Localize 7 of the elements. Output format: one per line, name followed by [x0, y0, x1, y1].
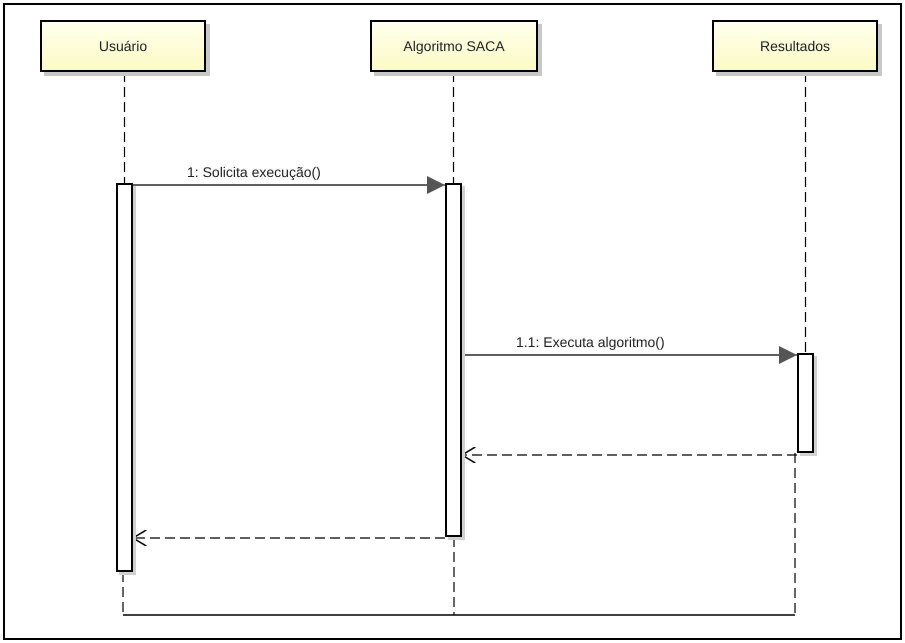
- activation-bar: [445, 183, 462, 537]
- activation-bar: [116, 183, 133, 572]
- activation-bar: [797, 353, 814, 453]
- message-arrow: [462, 346, 797, 364]
- edge-label: 1: Solicita execução(): [185, 164, 323, 180]
- message-arrow: [133, 176, 445, 194]
- edge-label: 1.1: Executa algoritmo(): [514, 334, 667, 350]
